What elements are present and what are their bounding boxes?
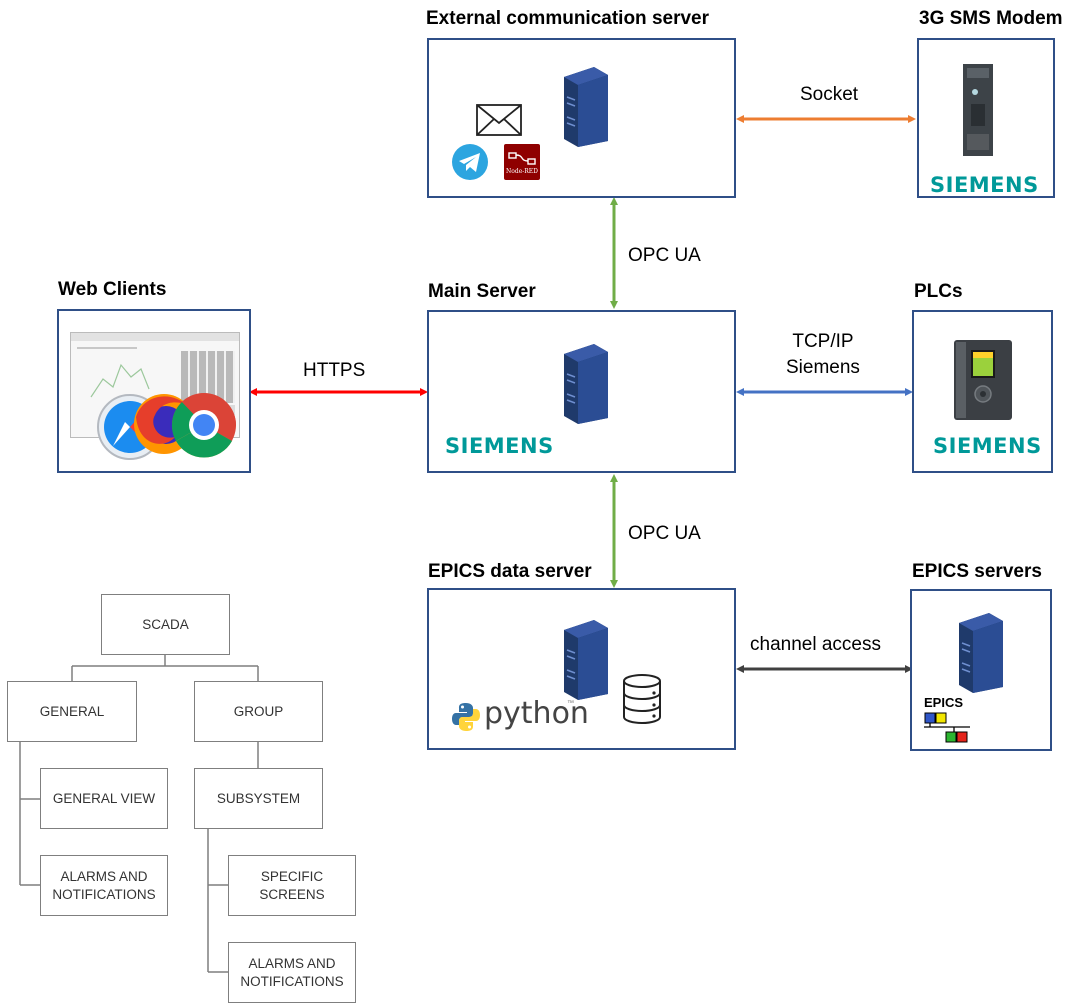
- epics-servers-title: EPICS servers: [912, 561, 1042, 582]
- server-icon: [564, 620, 608, 700]
- tcp-ip-label: TCP/IP Siemens: [786, 329, 860, 381]
- siemens-logo-main: SIEMENS: [445, 434, 554, 458]
- epics-network-icon: [924, 712, 970, 743]
- siemens-logo-modem: SIEMENS: [930, 173, 1039, 197]
- chrome-icon: [171, 393, 236, 458]
- server-icon: [564, 344, 608, 424]
- server-icon: [564, 67, 608, 147]
- sms-modem-device-icon: [963, 64, 993, 156]
- telegram-icon: [452, 144, 488, 180]
- modem-title: 3G SMS Modem: [919, 8, 1063, 29]
- python-wordmark: python: [484, 696, 589, 731]
- tree-node-specific-screens: SPECIFIC SCREENS: [228, 855, 356, 916]
- node-red-label: Node-RED: [506, 168, 538, 175]
- siemens-logo-plc: SIEMENS: [933, 434, 1042, 458]
- tree-node-alarms-subsystem: ALARMS AND NOTIFICATIONS: [228, 942, 356, 1003]
- socket-label: Socket: [800, 84, 859, 105]
- python-logo-icon: [452, 703, 480, 731]
- channel-access-label: channel access: [750, 634, 881, 655]
- tcp-ip-label-line2: Siemens: [786, 357, 860, 378]
- external-server-title: External communication server: [426, 8, 709, 29]
- plc-device-icon: [954, 340, 1012, 420]
- tree-node-group: GROUP: [194, 681, 323, 742]
- tcp-ip-label-line1: TCP/IP: [792, 331, 854, 352]
- tree-connectors: [19, 655, 259, 973]
- web-clients-title: Web Clients: [58, 279, 167, 300]
- https-label: HTTPS: [303, 360, 366, 381]
- modem-box: SIEMENS: [917, 38, 1055, 198]
- main-server-box: SIEMENS: [427, 310, 736, 473]
- epics-data-server-title: EPICS data server: [428, 561, 592, 582]
- tree-node-general: GENERAL: [7, 681, 137, 742]
- epics-logo-text: EPICS: [924, 695, 964, 710]
- opc-ua-bottom-label: OPC UA: [628, 523, 701, 544]
- epics-data-server-box: python ™: [427, 588, 736, 750]
- opc-ua-top-label: OPC UA: [628, 245, 701, 266]
- server-icon: [959, 613, 1003, 693]
- tree-node-scada: SCADA: [101, 594, 230, 655]
- plcs-box: SIEMENS: [912, 310, 1053, 473]
- trademark-mark: ™: [567, 700, 574, 707]
- envelope-icon: [476, 104, 522, 136]
- external-server-box: Node-RED: [427, 38, 736, 198]
- database-icon: [623, 674, 661, 724]
- web-clients-box: [57, 309, 251, 473]
- tree-node-general-view: GENERAL VIEW: [40, 768, 168, 829]
- tree-node-subsystem: SUBSYSTEM: [194, 768, 323, 829]
- plcs-title: PLCs: [914, 281, 963, 302]
- main-server-title: Main Server: [428, 281, 536, 302]
- epics-servers-box: EPICS: [910, 589, 1052, 751]
- node-red-icon: Node-RED: [504, 144, 540, 180]
- tree-node-alarms-general: ALARMS AND NOTIFICATIONS: [40, 855, 168, 916]
